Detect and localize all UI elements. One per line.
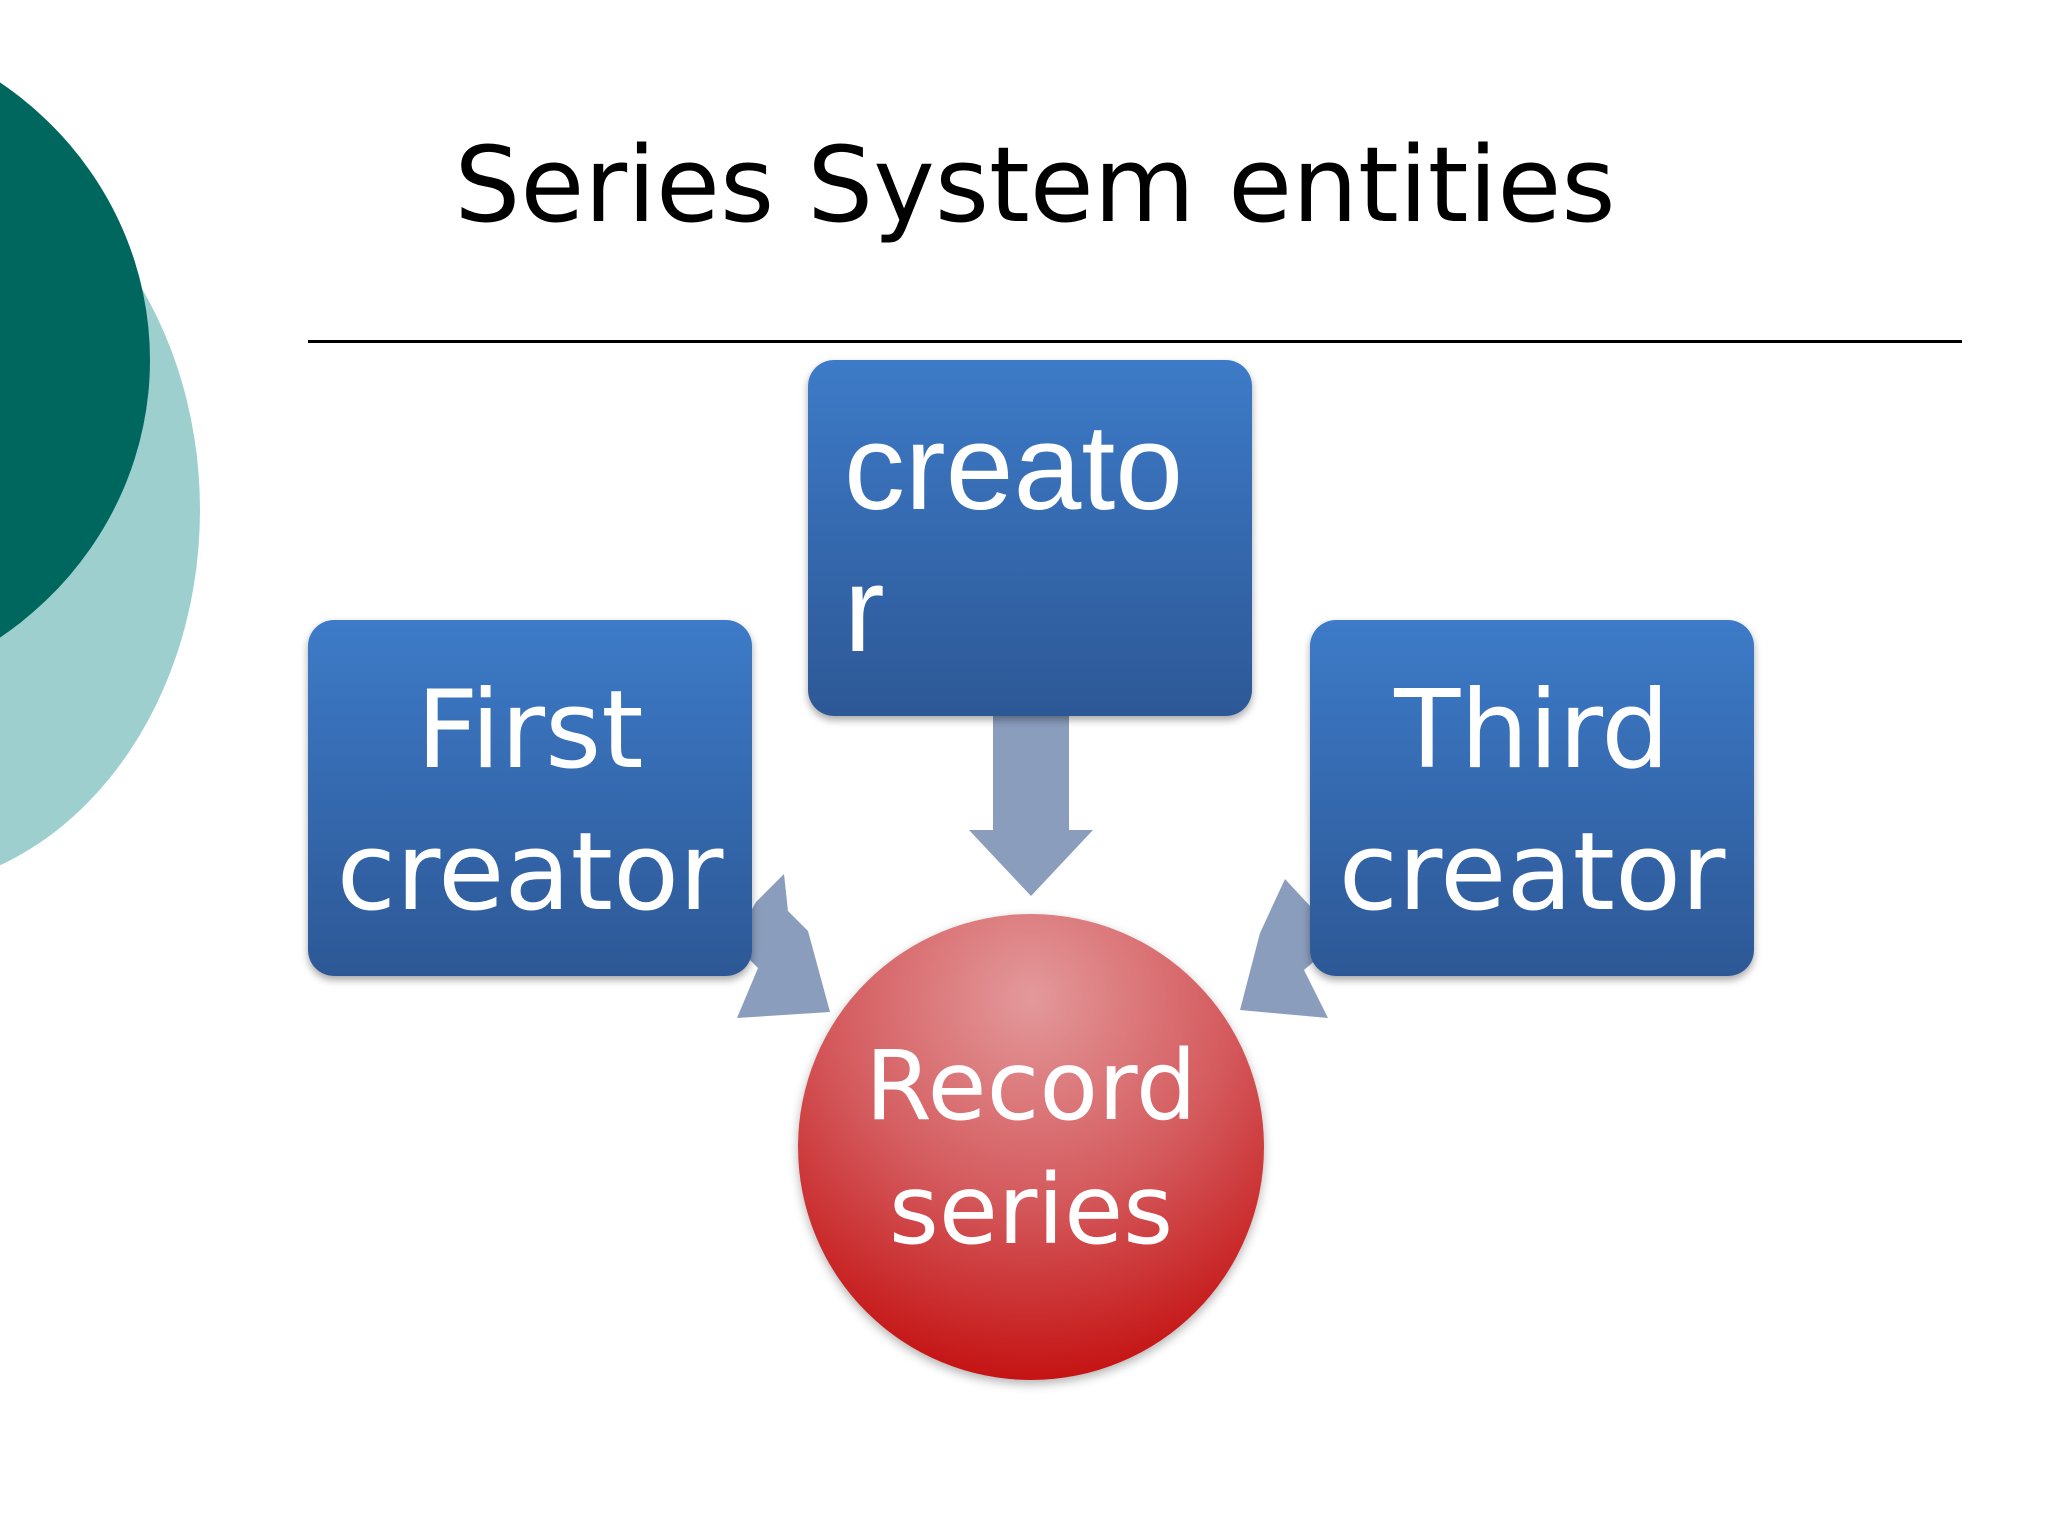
third-creator-box: Third creator	[1310, 620, 1754, 976]
title-divider	[308, 340, 1962, 343]
first-creator-label: First creator	[336, 668, 724, 935]
second-creator-box: creato r	[808, 360, 1252, 716]
record-series-circle: Record series	[798, 914, 1264, 1380]
third-creator-label: Third creator	[1338, 668, 1726, 935]
second-creator-label: creato r	[844, 399, 1184, 677]
arrow-first-to-series	[733, 874, 830, 1018]
arrow-third-to-series	[1240, 879, 1330, 1018]
arrow-second-to-series	[969, 716, 1093, 896]
first-creator-box: First creator	[308, 620, 752, 976]
record-series-label: Record series	[865, 1030, 1197, 1266]
slide-title: Series System entities	[454, 124, 1616, 246]
